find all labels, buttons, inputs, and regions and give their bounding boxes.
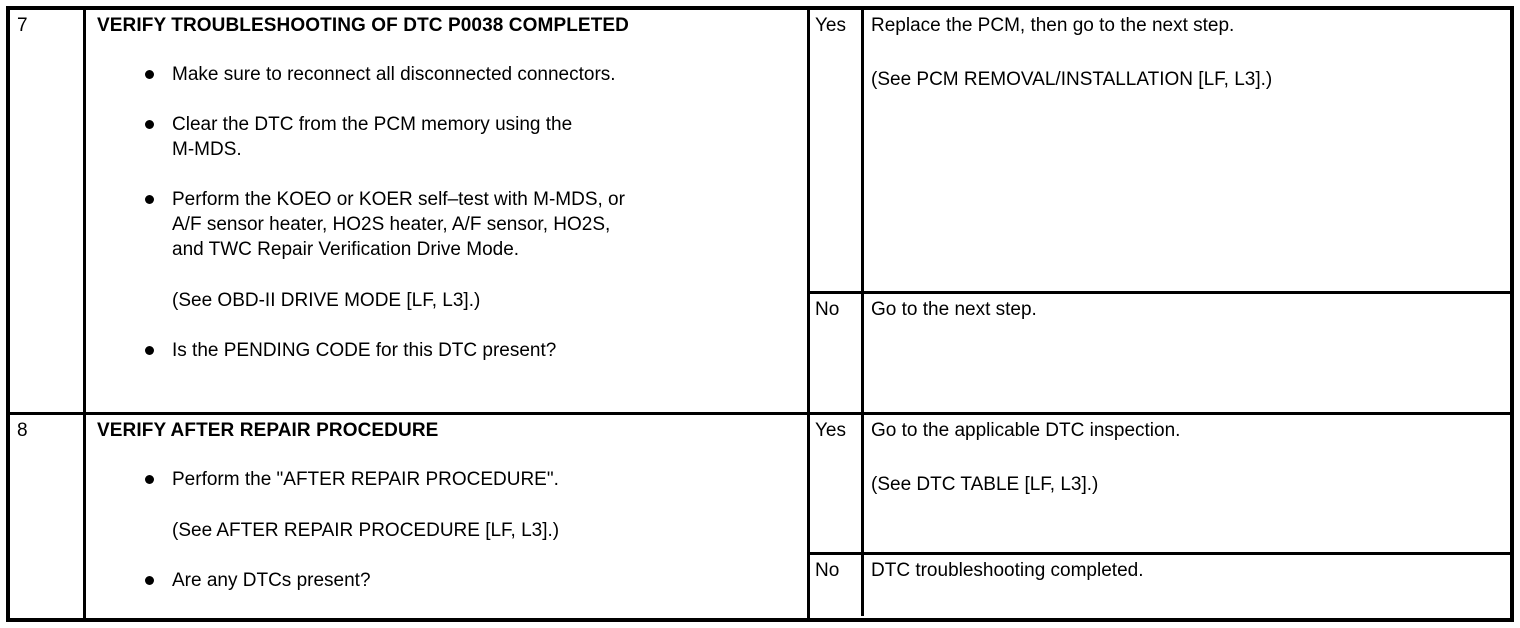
result-no-block: No Go to the next step. (810, 294, 1510, 412)
action-cell: VERIFY AFTER REPAIR PROCEDURE Perform th… (86, 415, 810, 618)
result-body-yes: Replace the PCM, then go to the next ste… (864, 10, 1510, 291)
result-label-no: No (810, 555, 864, 616)
bullet-dot-icon (145, 120, 154, 129)
results-cell: Yes Replace the PCM, then go to the next… (810, 10, 1510, 412)
action-question-list: Are any DTCs present? (97, 568, 799, 593)
step-number: 8 (17, 420, 28, 441)
action-question-list: Is the PENDING CODE for this DTC present… (97, 338, 799, 363)
action-bullet-list: Perform the "AFTER REPAIR PROCEDURE". (97, 467, 799, 492)
result-line: Go to the applicable DTC inspection. (871, 420, 1181, 441)
result-label-yes: Yes (810, 415, 864, 552)
bullet-line: Perform the KOEO or KOER self–test with … (172, 189, 625, 210)
list-item: Clear the DTC from the PCM memory using … (97, 112, 799, 162)
list-item: Are any DTCs present? (97, 568, 799, 593)
bullet-dot-icon (145, 475, 154, 484)
action-reference-note: (See AFTER REPAIR PROCEDURE [LF, L3].) (172, 520, 560, 541)
list-item: Make sure to reconnect all disconnected … (97, 62, 799, 87)
bullet-line: Are any DTCs present? (172, 570, 371, 591)
result-label-no: No (810, 294, 864, 412)
result-line: (See DTC TABLE [LF, L3].) (871, 474, 1099, 495)
result-body-no: Go to the next step. (864, 294, 1510, 412)
bullet-dot-icon (145, 70, 154, 79)
result-line: Go to the next step. (871, 299, 1037, 320)
step-number: 7 (17, 15, 28, 36)
action-title: VERIFY AFTER REPAIR PROCEDURE (97, 420, 439, 441)
diagnostic-flow-table: 7 VERIFY TROUBLESHOOTING OF DTC P0038 CO… (6, 6, 1514, 622)
result-line: DTC troubleshooting completed. (871, 560, 1144, 581)
result-no-block: No DTC troubleshooting completed. (810, 555, 1510, 616)
result-line: (See PCM REMOVAL/INSTALLATION [LF, L3].) (871, 69, 1273, 90)
list-item: Perform the "AFTER REPAIR PROCEDURE". (97, 467, 799, 492)
bullet-line: Make sure to reconnect all disconnected … (172, 64, 616, 85)
action-bullet-list: Make sure to reconnect all disconnected … (97, 62, 799, 262)
bullet-dot-icon (145, 346, 154, 355)
table-row: 8 VERIFY AFTER REPAIR PROCEDURE Perform … (10, 415, 1510, 618)
result-body-yes: Go to the applicable DTC inspection. (Se… (864, 415, 1510, 552)
table-row: 7 VERIFY TROUBLESHOOTING OF DTC P0038 CO… (10, 10, 1510, 415)
bullet-line: Clear the DTC from the PCM memory using … (172, 114, 573, 135)
bullet-line: Perform the "AFTER REPAIR PROCEDURE". (172, 469, 559, 490)
bullet-line: A/F sensor heater, HO2S heater, A/F sens… (172, 214, 611, 235)
bullet-dot-icon (145, 576, 154, 585)
result-line: Replace the PCM, then go to the next ste… (871, 15, 1235, 36)
action-reference-note: (See OBD-II DRIVE MODE [LF, L3].) (172, 290, 481, 311)
list-item: Perform the KOEO or KOER self–test with … (97, 187, 799, 262)
step-number-cell: 7 (10, 10, 86, 412)
result-yes-block: Yes Go to the applicable DTC inspection.… (810, 415, 1510, 555)
result-yes-block: Yes Replace the PCM, then go to the next… (810, 10, 1510, 294)
bullet-line: M-MDS. (172, 139, 242, 160)
result-body-no: DTC troubleshooting completed. (864, 555, 1510, 616)
step-number-cell: 8 (10, 415, 86, 618)
bullet-line: Is the PENDING CODE for this DTC present… (172, 340, 557, 361)
bullet-line: and TWC Repair Verification Drive Mode. (172, 239, 520, 260)
action-title: VERIFY TROUBLESHOOTING OF DTC P0038 COMP… (97, 15, 629, 36)
action-cell: VERIFY TROUBLESHOOTING OF DTC P0038 COMP… (86, 10, 810, 412)
results-cell: Yes Go to the applicable DTC inspection.… (810, 415, 1510, 618)
bullet-dot-icon (145, 195, 154, 204)
result-label-yes: Yes (810, 10, 864, 291)
list-item: Is the PENDING CODE for this DTC present… (97, 338, 799, 363)
